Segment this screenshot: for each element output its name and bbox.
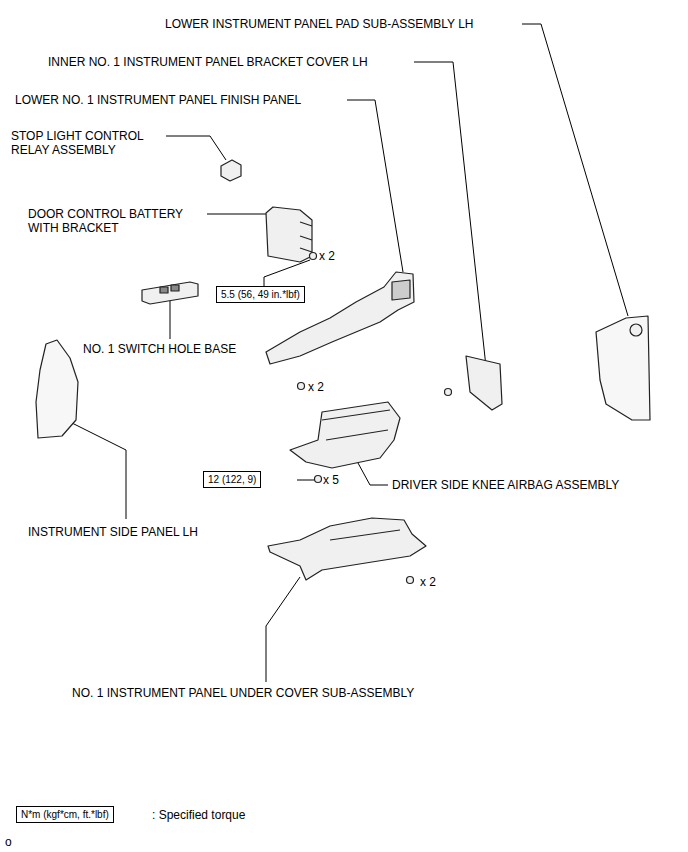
switch-slot <box>160 287 168 293</box>
torque-box: N*m (kgf*cm, ft.*lbf) <box>16 806 114 823</box>
switch-slot <box>171 285 179 291</box>
part-label: INSTRUMENT SIDE PANEL LH <box>28 525 198 539</box>
part-label: DOOR CONTROL BATTERY WITH BRACKET <box>28 207 200 235</box>
relay-part <box>221 160 241 181</box>
leader-line <box>414 62 487 376</box>
pad-hole <box>630 324 642 336</box>
part-label: DRIVER SIDE KNEE AIRBAG ASSEMBLY <box>392 478 619 492</box>
torque-box: 5.5 (56, 49 in.*lbf) <box>216 286 305 303</box>
torque-text: 12 (122, 9) <box>208 473 256 486</box>
screw <box>315 476 322 483</box>
part-label: : Specified torque <box>152 808 245 822</box>
under-cover-detail <box>330 530 400 540</box>
part-label: x 2 <box>319 249 335 263</box>
part-label: NO. 1 INSTRUMENT PANEL UNDER COVER SUB-A… <box>72 686 414 700</box>
leader-line <box>66 420 126 519</box>
side-panel-part <box>36 340 78 438</box>
screw <box>298 383 305 390</box>
leader-line <box>264 260 310 286</box>
part-label: x 2 <box>420 575 436 589</box>
knee-airbag-detail <box>322 410 390 440</box>
leader-line <box>297 480 314 481</box>
leader-line <box>170 300 171 339</box>
under-cover-part <box>268 518 426 580</box>
part-label: LOWER INSTRUMENT PANEL PAD SUB-ASSEMBLY … <box>165 17 474 31</box>
part-label: x 2 <box>308 380 324 394</box>
part-label: x 5 <box>323 473 339 487</box>
part-label: NO. 1 SWITCH HOLE BASE <box>83 342 236 356</box>
knee-airbag-part <box>290 402 400 468</box>
leader-line <box>522 24 628 316</box>
torque-text: 5.5 (56, 49 in.*lbf) <box>221 288 300 301</box>
screw <box>445 389 452 396</box>
leader-line <box>266 577 300 682</box>
part-label: o <box>5 835 12 849</box>
finish-panel-detail <box>392 280 410 300</box>
part-label: LOWER NO. 1 INSTRUMENT PANEL FINISH PANE… <box>15 93 301 107</box>
leader-line <box>166 136 226 160</box>
part-label: INNER NO. 1 INSTRUMENT PANEL BRACKET COV… <box>48 55 368 69</box>
torque-box: 12 (122, 9) <box>203 471 261 488</box>
torque-text: N*m (kgf*cm, ft.*lbf) <box>21 808 109 821</box>
panel-pad-part <box>596 316 650 420</box>
screw <box>310 253 317 260</box>
switch-base-part <box>142 282 198 304</box>
battery-detail <box>300 222 312 252</box>
leader-line <box>347 100 403 272</box>
battery-part <box>266 207 312 262</box>
leader-line <box>207 214 270 215</box>
part-label: STOP LIGHT CONTROL RELAY ASSEMBLY <box>11 129 151 157</box>
bracket-cover-part <box>466 356 502 410</box>
screw <box>407 577 414 584</box>
